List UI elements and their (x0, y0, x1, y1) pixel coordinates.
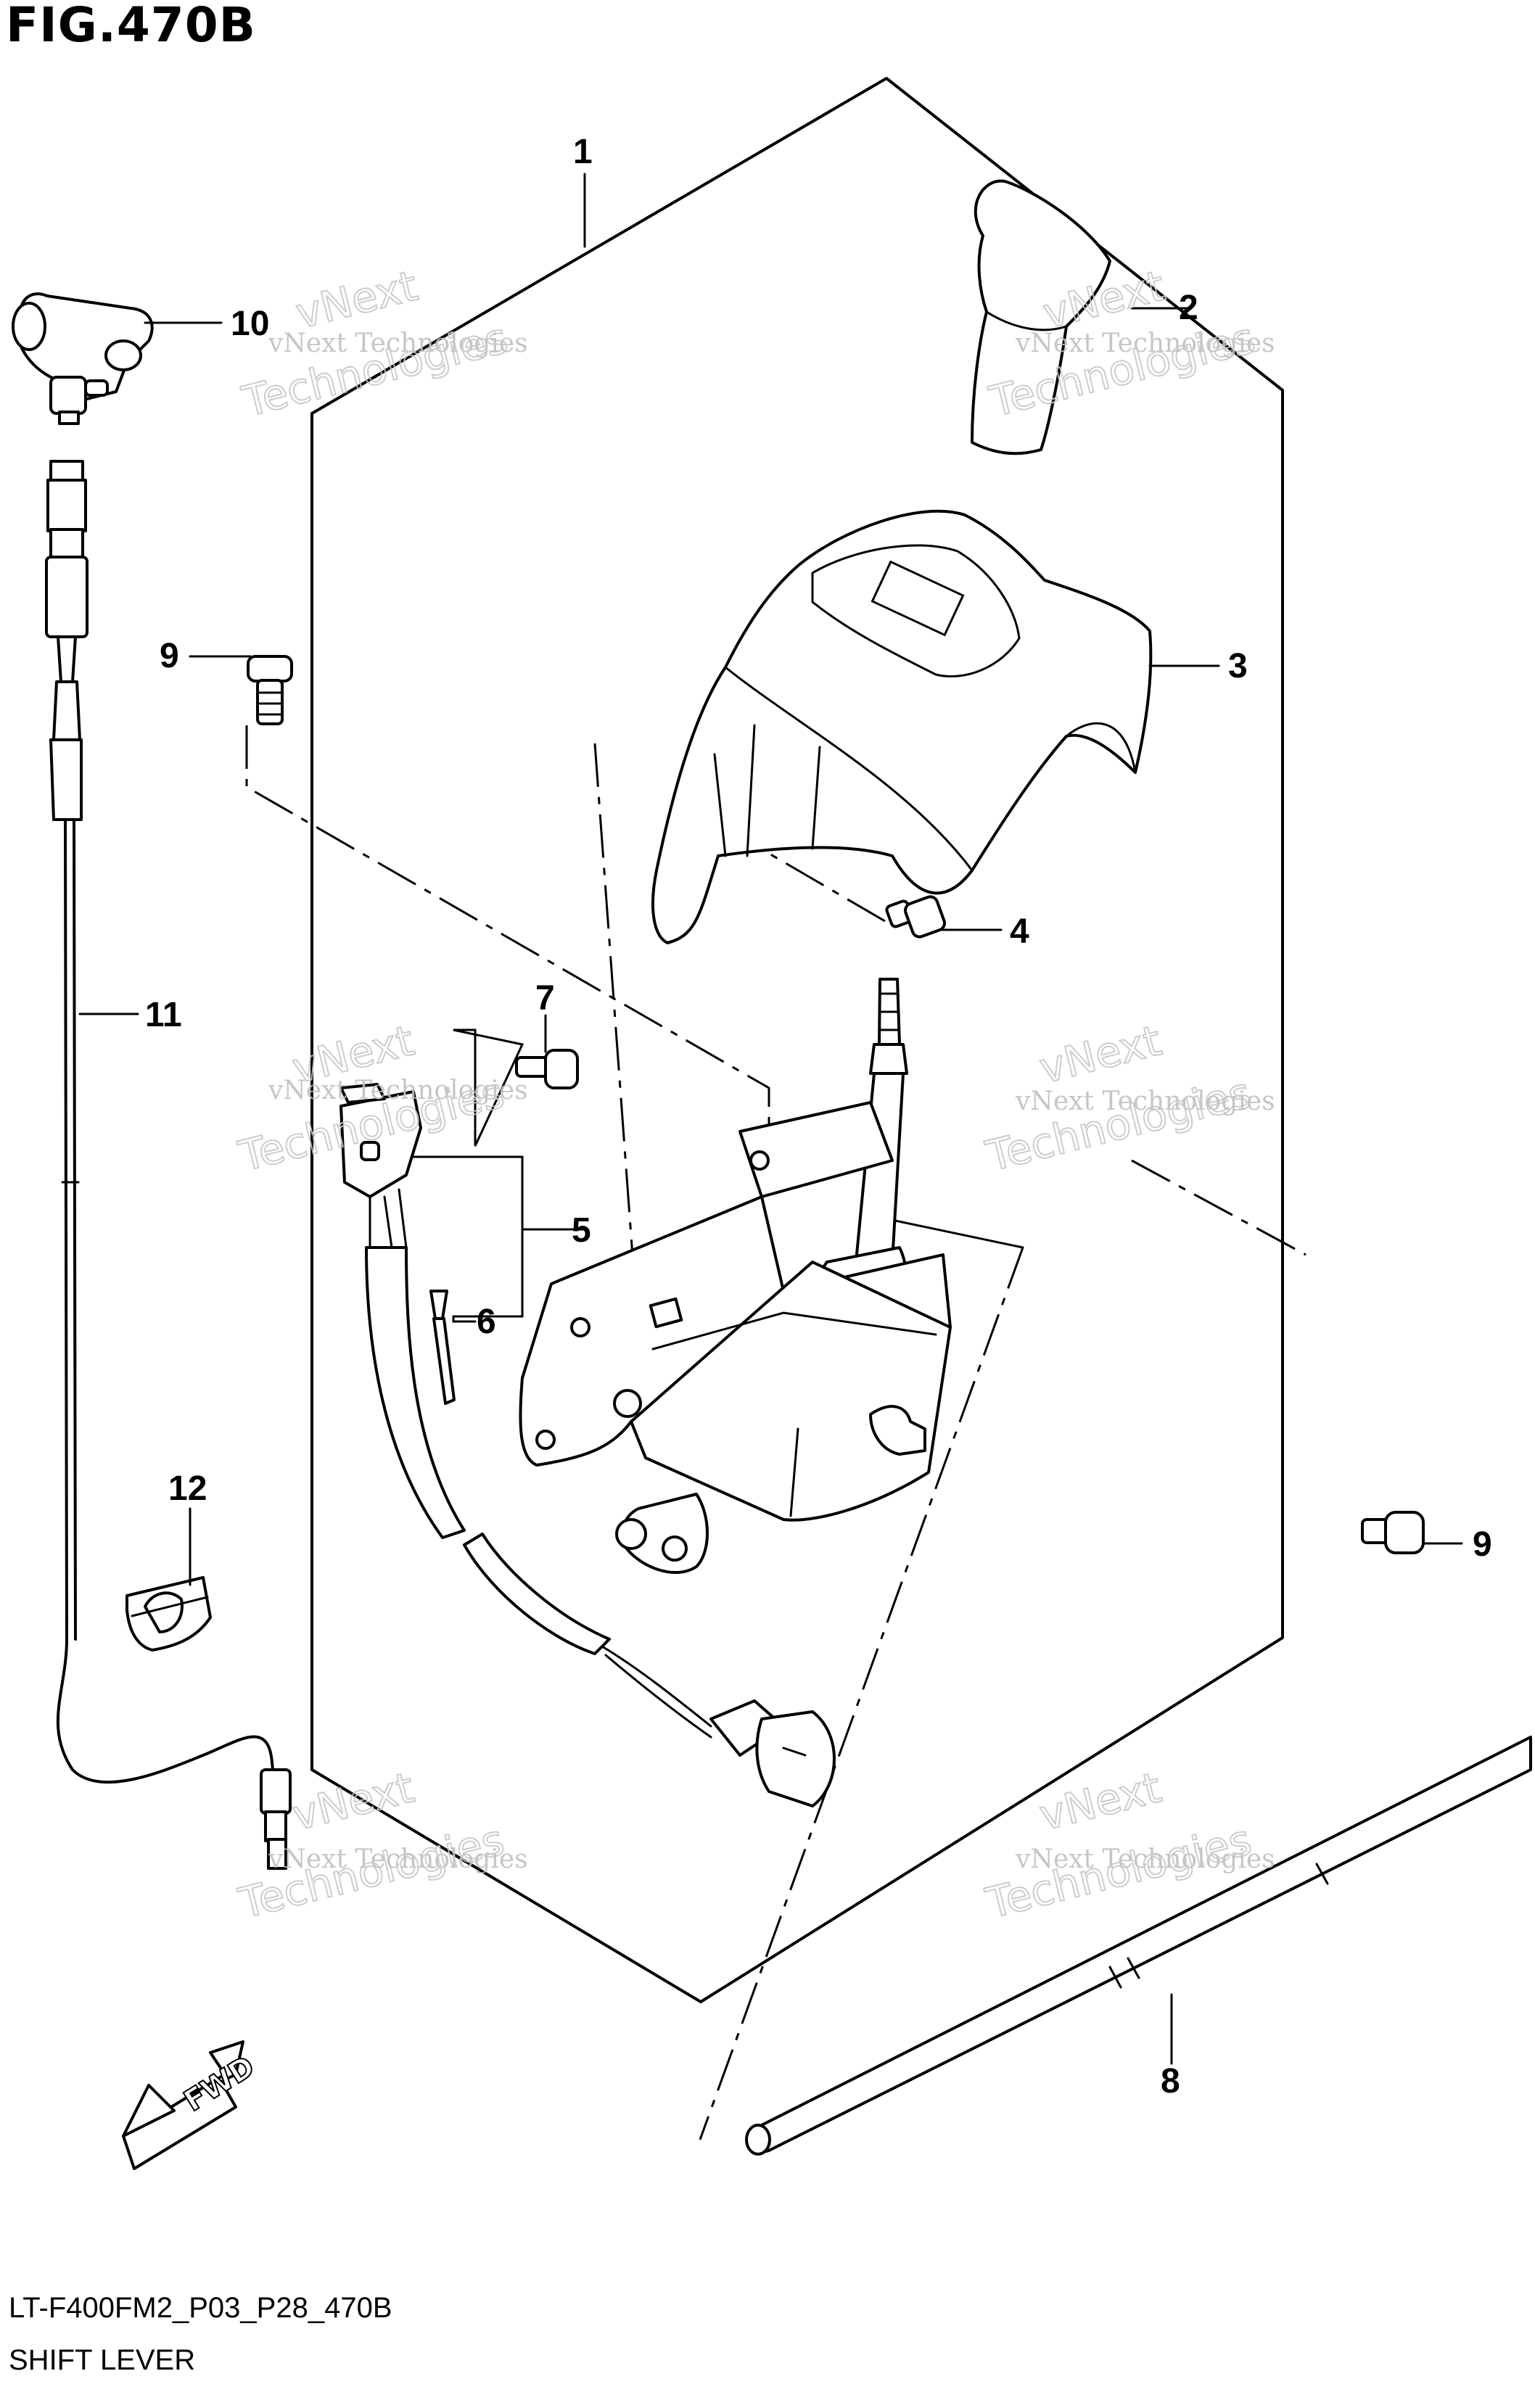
watermark-large-top: vNext (1034, 1762, 1166, 1840)
watermark-small: vNext Technologies (1015, 1844, 1275, 1874)
bolt-9-lower (1361, 1511, 1425, 1554)
callout-9-lower: 9 (1473, 1525, 1492, 1564)
shift-knob (971, 179, 1111, 455)
watermark-large-top: vNext (291, 261, 422, 339)
callout-6: 6 (477, 1303, 496, 1341)
callout-4: 4 (1010, 912, 1029, 951)
callout-7: 7 (535, 979, 555, 1018)
callout-8: 8 (1161, 2062, 1180, 2100)
centre-lines (245, 725, 1306, 2140)
watermarks: vNext Technologies vNext Technologies vN… (234, 260, 1275, 1929)
callout-5: 5 (572, 1211, 591, 1250)
callout-2: 2 (1179, 289, 1198, 327)
sensor-10 (12, 292, 154, 425)
callout-10: 10 (231, 305, 269, 343)
clamp-12 (125, 1576, 212, 1652)
lever-cover (651, 509, 1153, 944)
assembly-outline (310, 77, 1284, 2003)
bolt-4 (885, 895, 947, 939)
figure-title: FIG.470B (6, 0, 256, 53)
fwd-arrow-icon (122, 2040, 244, 2170)
watermark-large-top: vNext (287, 1762, 419, 1840)
callout-numbers: 1 2 3 4 5 6 7 8 9 9 10 11 12 (145, 133, 1492, 2100)
watermark-small: vNext Technologies (268, 329, 528, 358)
watermark-large-bottom: Technologies (982, 1068, 1256, 1181)
figure-code: LT-F400FM2_P03_P28_470B (9, 2292, 392, 2324)
callout-12: 12 (168, 1469, 207, 1508)
bolt-9-upper (247, 655, 293, 725)
cable-tie-6 (429, 1290, 456, 1405)
callout-11: 11 (145, 996, 182, 1034)
callout-3: 3 (1228, 647, 1248, 685)
leader-lines (78, 173, 1463, 2065)
watermark-large-top: vNext (1034, 1015, 1166, 1093)
speedometer-cable-11 (45, 460, 292, 1870)
watermark-small: vNext Technologies (268, 1844, 528, 1874)
callout-1: 1 (573, 133, 593, 171)
watermark-small: vNext Technologies (1015, 329, 1275, 358)
rod-8 (745, 1736, 1532, 2156)
figure-name: SHIFT LEVER (9, 2344, 196, 2376)
shift-lever-assembly (519, 978, 952, 1574)
screw-7 (453, 1028, 579, 1147)
neutral-switch-harness (339, 1083, 836, 1807)
callout-9-upper: 9 (160, 637, 179, 675)
watermark-small: vNext Technologies (268, 1076, 528, 1105)
watermark-small: vNext Technologies (1015, 1087, 1275, 1116)
